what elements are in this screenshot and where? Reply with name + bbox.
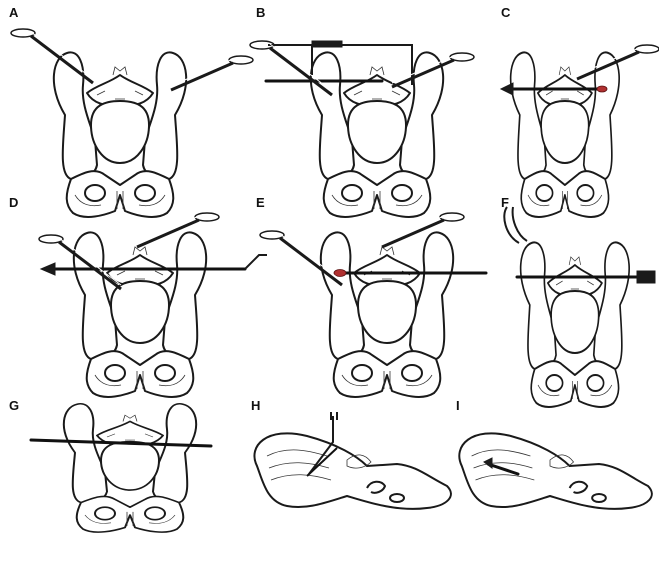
panel-a: A xyxy=(5,5,215,180)
pelvis-illustration xyxy=(252,195,492,375)
lateral-bone-illustration xyxy=(452,398,657,538)
pelvis-illustration xyxy=(5,398,225,548)
pelvis-illustration xyxy=(497,195,657,375)
panel-c: C xyxy=(497,5,659,180)
pelvis-illustration xyxy=(5,5,215,185)
panel-f: F xyxy=(497,195,659,370)
panel-g: G xyxy=(5,398,215,573)
pelvis-illustration xyxy=(497,5,657,185)
marker xyxy=(334,270,346,277)
pelvis-illustration xyxy=(5,195,265,375)
pelvis-illustration xyxy=(252,5,462,185)
panel-b: B xyxy=(252,5,462,180)
panel-e: E xyxy=(252,195,462,370)
panel-d: D xyxy=(5,195,215,370)
panel-h: H xyxy=(247,398,457,573)
lateral-bone-illustration xyxy=(247,398,457,538)
clamp-tool xyxy=(504,207,527,243)
panel-i: I xyxy=(452,398,659,573)
marker xyxy=(597,86,607,92)
